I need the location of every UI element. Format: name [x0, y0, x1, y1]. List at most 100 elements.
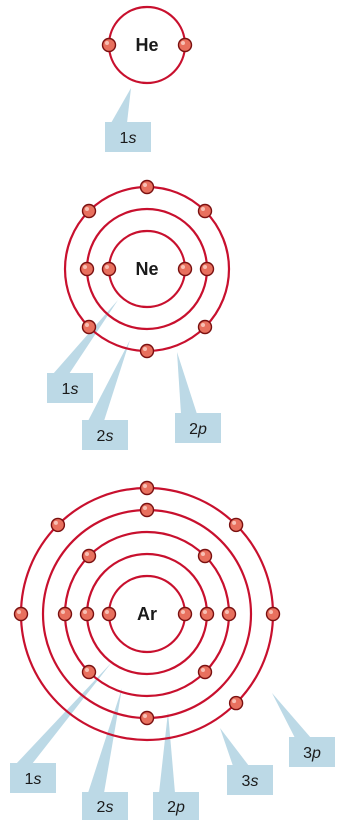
orbital-label-shell-number: 1 [25, 771, 34, 788]
callout-pointer-he-1s [111, 88, 131, 123]
orbital-label-letter: s [33, 771, 41, 788]
electron-highlight [143, 347, 147, 351]
electron-highlight [225, 610, 229, 614]
callout-box-ar-1s [10, 763, 56, 793]
orbital-label-ne-1s: 1s [62, 381, 79, 398]
orbital-label-letter: p [175, 799, 185, 816]
electron-ar-2p-3 [81, 664, 97, 680]
electron-ar-2p-6 [57, 606, 73, 622]
electron-highlight [83, 265, 87, 269]
electron-ar-3s-1 [139, 502, 155, 518]
electron-highlight [232, 520, 237, 525]
electron-ar-2s-2 [79, 606, 95, 622]
callout-box-ar-2s [82, 792, 128, 820]
callout-box-ar-2p [153, 792, 199, 820]
orbital-label-letter: p [197, 421, 207, 438]
callout-pointer-ar-2p [159, 712, 175, 793]
electron-ne-1s-1 [177, 261, 193, 277]
electron-layer [13, 37, 281, 726]
orbital-label-shell-number: 1 [62, 381, 71, 398]
orbital-label-letter: s [128, 130, 136, 147]
electron-ne-2s-1 [199, 261, 215, 277]
electron-ne-2s-2 [79, 261, 95, 277]
electron-highlight [85, 668, 89, 672]
electron-ne-1s-2 [101, 261, 117, 277]
electron-ar-3s-2 [139, 710, 155, 726]
electron-highlight [61, 610, 65, 614]
electron-highlight [201, 552, 205, 556]
electron-ar-3p-1 [139, 480, 155, 496]
callout-pointer-ne-2p [177, 352, 197, 414]
electron-ar-2p-5 [221, 606, 237, 622]
orbital-label-letter: s [105, 428, 113, 445]
orbital-label-shell-number: 1 [120, 130, 129, 147]
electron-highlight [85, 552, 89, 556]
atom-symbol-ne: Ne [135, 259, 158, 279]
electron-ar-3p-2 [228, 517, 244, 533]
electron-ar-2p-2 [197, 548, 213, 564]
orbital-label-he-1s: 1s [120, 130, 137, 147]
callout-box-ne-2p [175, 413, 221, 443]
electron-highlight [203, 610, 207, 614]
electron-highlight [17, 610, 21, 614]
callout-pointer-ne-2s [88, 340, 130, 421]
electron-highlight [83, 610, 87, 614]
electron-highlight [143, 714, 147, 718]
electron-highlight [232, 699, 237, 704]
electron-highlight [105, 41, 109, 45]
electron-ar-2p-4 [197, 664, 213, 680]
electron-ne-2p-4 [139, 343, 155, 359]
electron-highlight [143, 183, 147, 187]
orbital-label-shell-number: 3 [242, 773, 251, 790]
electron-highlight [181, 265, 185, 269]
orbital-label-ar-2s: 2s [97, 799, 114, 816]
orbital-label-ar-3p: 3p [303, 745, 321, 762]
orbital-label-ne-2p: 2p [189, 421, 207, 438]
orbital-label-ne-2s: 2s [97, 428, 114, 445]
electron-ne-2p-1 [139, 179, 155, 195]
electron-highlight [53, 520, 58, 525]
orbital-label-letter: s [70, 381, 78, 398]
orbital-label-ar-1s: 1s [25, 771, 42, 788]
electron-ar-2p-1 [81, 548, 97, 564]
orbital-label-shell-number: 2 [167, 799, 176, 816]
electron-highlight [181, 41, 185, 45]
electron-ne-2p-6 [197, 319, 213, 335]
electron-highlight [105, 610, 109, 614]
electron-highlight [105, 265, 109, 269]
orbital-label-ar-3s: 3s [242, 773, 259, 790]
callout-pointer-ar-3p [272, 693, 311, 738]
orbital-label-shell-number: 2 [189, 421, 198, 438]
electron-ar-3p-4 [265, 606, 281, 622]
electron-highlight [85, 207, 89, 211]
electron-ar-3p-5 [13, 606, 29, 622]
callout-layer [10, 88, 335, 820]
orbital-label-ar-2p: 2p [167, 799, 185, 816]
electron-ar-1s-2 [101, 606, 117, 622]
callout-box-ar-3s [227, 765, 273, 795]
electron-highlight [143, 484, 147, 488]
electron-highlight [201, 207, 205, 211]
orbital-label-letter: s [105, 799, 113, 816]
electron-highlight [201, 668, 205, 672]
electron-ne-2p-5 [81, 319, 97, 335]
callout-box-ne-1s [47, 373, 93, 403]
electron-highlight [143, 506, 147, 510]
electron-ne-2p-3 [81, 203, 97, 219]
electron-ne-2p-2 [197, 203, 213, 219]
atom-symbol-ar: Ar [137, 604, 157, 624]
callout-box-he-1s [105, 122, 151, 152]
orbital-label-shell-number: 3 [303, 745, 312, 762]
symbol-layer: He Ne Ar [135, 35, 158, 624]
orbital-label-shell-number: 2 [97, 428, 106, 445]
electron-highlight [181, 610, 185, 614]
electron-highlight [203, 265, 207, 269]
callout-pointer-ne-1s [53, 300, 118, 374]
electron-highlight [201, 323, 205, 327]
electron-he-1s-2 [101, 37, 117, 53]
callout-pointer-ar-1s [16, 662, 112, 764]
electron-he-1s-1 [177, 37, 193, 53]
